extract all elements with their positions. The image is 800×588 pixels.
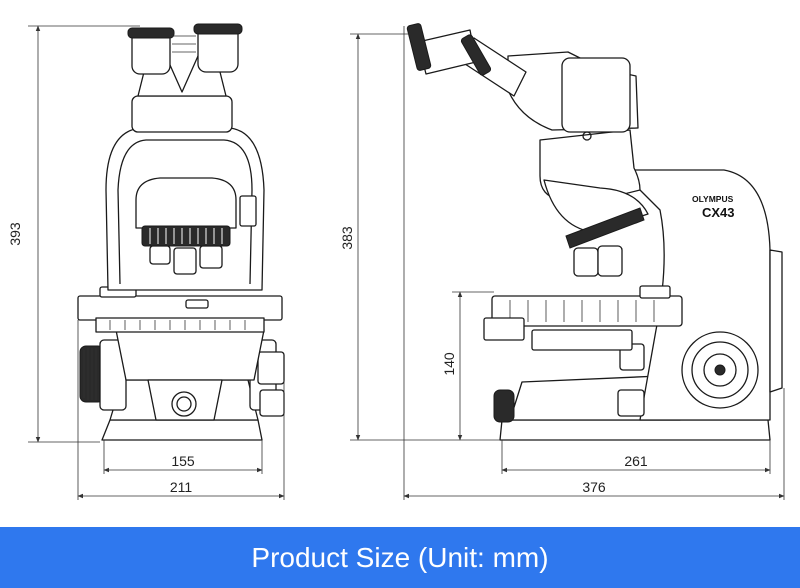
title-banner: Product Size (Unit: mm) — [0, 527, 800, 588]
front-total-width-dimension — [77, 320, 285, 500]
side-base-depth-label: 261 — [624, 453, 648, 469]
side-stage-height-label: 140 — [441, 352, 457, 376]
microscope-dimension-drawing: 393 155 211 — [7, 23, 785, 500]
side-base-depth-dimension — [501, 440, 771, 474]
front-height-dimension — [28, 25, 140, 443]
front-view-microscope — [77, 23, 285, 441]
front-total-width-label: 211 — [170, 479, 193, 495]
brand-name: OLYMPUS — [692, 194, 734, 204]
model-name: CX43 — [702, 205, 735, 220]
side-total-depth-label: 376 — [582, 479, 606, 495]
front-base-width-dimension — [103, 440, 263, 474]
banner-title: Product Size (Unit: mm) — [251, 541, 549, 573]
side-stage-height-dimension — [452, 291, 494, 441]
side-view-microscope — [406, 23, 783, 441]
side-total-depth-dimension — [403, 26, 785, 500]
side-height-dimension — [350, 33, 500, 441]
side-height-label: 383 — [339, 226, 355, 250]
front-base-width-label: 155 — [171, 453, 195, 469]
front-height-label: 393 — [7, 222, 23, 246]
